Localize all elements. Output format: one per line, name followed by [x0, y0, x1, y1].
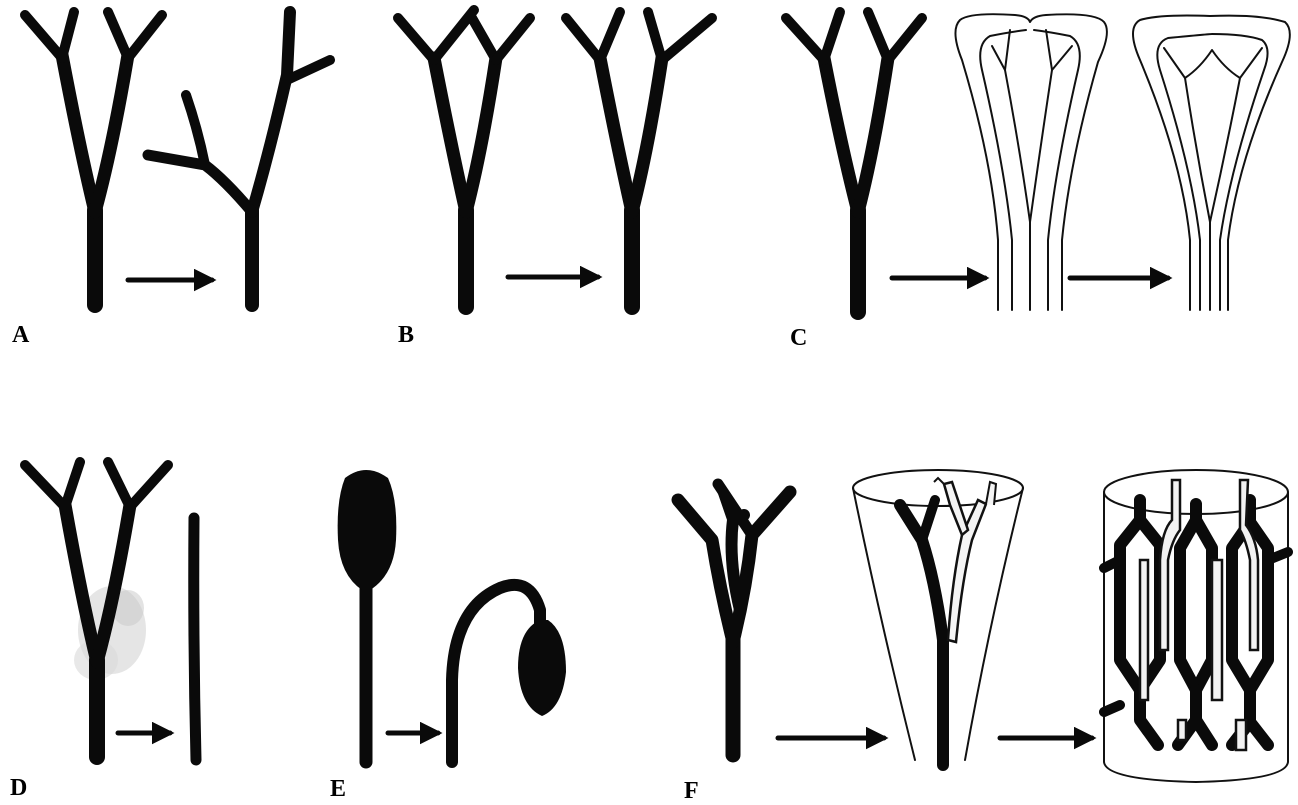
panel-b: B: [398, 10, 712, 348]
cylinder-network-f: [1104, 470, 1288, 782]
label-e: E: [330, 776, 346, 802]
dichotomous-vein-c: [786, 12, 922, 312]
fused-vein-b: [566, 12, 712, 307]
panel-a: A: [12, 12, 330, 348]
overtopped-vein-a: [148, 12, 330, 305]
webbed-leaf-c1: [955, 14, 1106, 310]
label-c: C: [790, 325, 807, 351]
panel-e: E: [330, 470, 566, 802]
recurved-sporangium-e: [452, 585, 566, 762]
dichotomous-vein-b: [398, 10, 530, 307]
label-d: D: [10, 775, 27, 801]
branching-vein-f: [678, 484, 790, 755]
dichotomous-vein-a: [25, 12, 162, 305]
panel-d: D: [10, 462, 196, 801]
label-b: B: [398, 322, 414, 348]
terminal-sporangium-e: [338, 470, 397, 762]
label-a: A: [12, 322, 30, 348]
cone-stage-f: [853, 470, 1023, 765]
reduced-vein-d: [194, 518, 196, 760]
webbed-leaf-c2: [1133, 16, 1290, 311]
panel-c: C: [786, 12, 1290, 351]
label-f: F: [684, 778, 699, 804]
panel-f: F: [678, 470, 1288, 804]
